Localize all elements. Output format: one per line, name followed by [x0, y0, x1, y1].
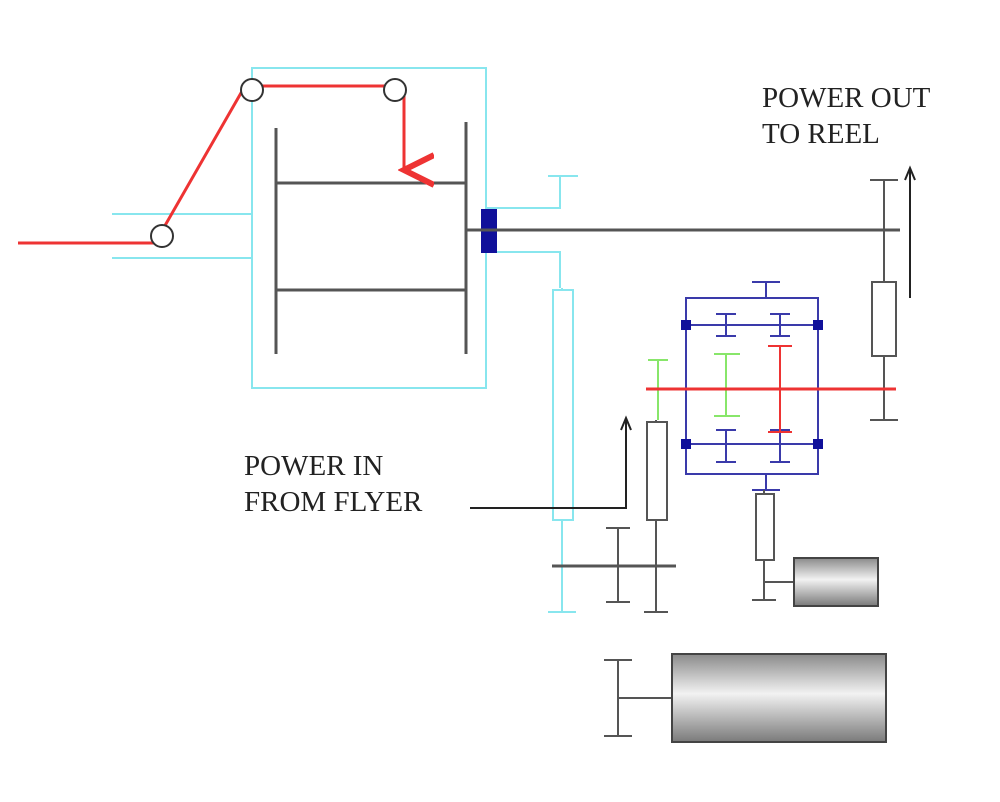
differential-gearbox — [685, 281, 819, 491]
small-motor — [793, 557, 879, 607]
sun-gear — [648, 353, 740, 420]
power-out-arrowhead — [904, 165, 916, 181]
differential-shaft — [646, 345, 896, 433]
large-motor-drive — [604, 659, 674, 737]
output-gear-train — [870, 179, 898, 421]
input-gear-train — [548, 288, 676, 613]
differential-bearings — [681, 320, 823, 449]
reel-drum — [274, 122, 468, 354]
power-in-arrowhead — [620, 415, 632, 431]
power-in-leader — [470, 420, 627, 509]
flyer-frame — [112, 67, 578, 389]
label-power-in-line2: FROM FLYER — [244, 486, 423, 518]
yarn-path — [18, 84, 404, 245]
large-motor — [671, 653, 887, 743]
label-power-in-line1: POWER IN — [244, 450, 384, 482]
guide-pulley — [150, 78, 407, 248]
label-power-in: POWER IN FROM FLYER — [244, 448, 422, 520]
label-power-out-line2: TO REEL — [762, 118, 880, 150]
small-motor-drive — [752, 490, 796, 601]
label-power-out-line1: POWER OUT — [762, 82, 931, 114]
label-power-out: POWER OUT TO REEL — [762, 80, 930, 152]
